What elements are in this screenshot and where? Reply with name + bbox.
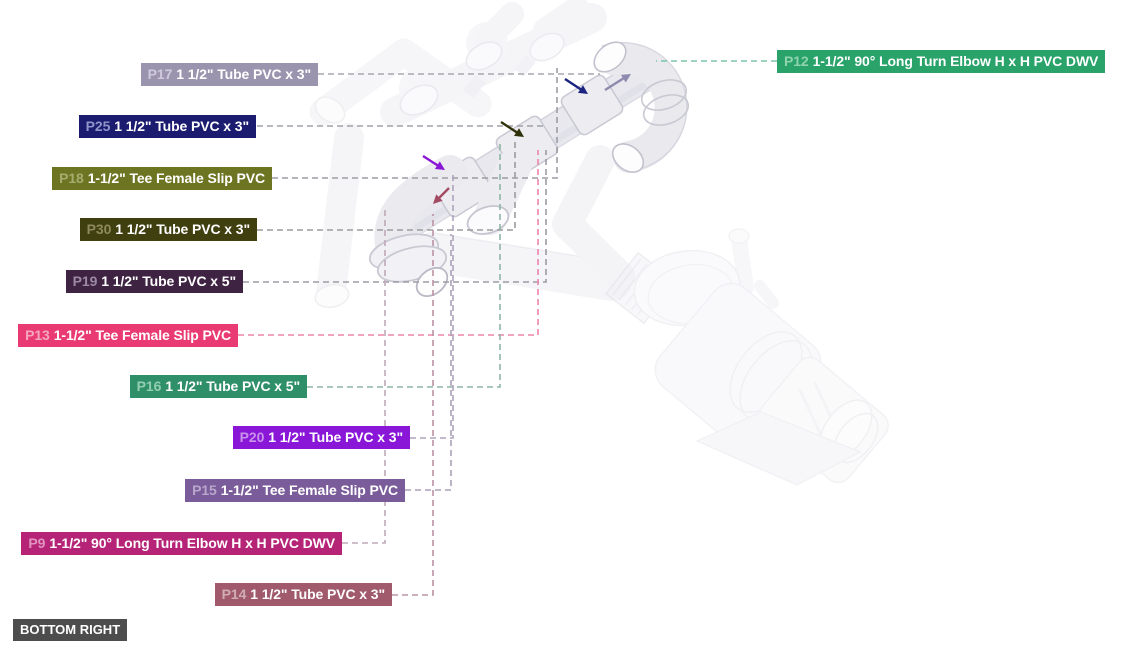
arrow-p20 [422,154,445,170]
part-id: P15 [192,482,217,498]
direction-arrows [422,74,631,204]
part-desc: 1-1/2" 90° Long Turn Elbow H x H PVC DWV [49,535,335,551]
leader-line-p30 [257,142,516,231]
part-desc: 1-1/2" Tee Female Slip PVC [220,482,398,498]
part-id: P14 [221,586,247,602]
arrow-p25 [564,77,588,94]
part-id: P16 [136,378,162,394]
part-desc: 1 1/2" Tube PVC x 3" [250,586,385,602]
part-desc: 1 1/2" Tube PVC x 3" [176,66,311,82]
leader-line-p9 [342,207,386,544]
part-id: P9 [28,535,46,551]
part-desc: 1 1/2" Tube PVC x 3" [114,118,249,134]
arrow-p17 [604,74,631,92]
main-pipe-run [368,41,690,298]
part-id: P13 [25,327,50,343]
part-desc: 1-1/2" Tee Female Slip PVC [53,327,231,343]
part-desc: 1 1/2" Tube PVC x 5" [165,378,300,394]
background-pipes [309,0,607,309]
leader-line-p13 [238,150,539,336]
part-id: P19 [72,273,98,289]
trap-bend [374,155,467,263]
part-desc: 1 1/2" Tube PVC x 3" [115,221,250,237]
return-elbow [597,42,687,173]
leader-line-p15 [405,234,452,491]
leader-line-p18 [272,68,558,179]
arrow-p14 [433,187,450,204]
leader-line-p14 [392,214,434,596]
part-id: P12 [784,53,809,69]
arrow-p30 [500,120,524,137]
part-id: P17 [147,66,173,82]
mounting-plate [695,411,862,486]
part-id: P25 [85,118,111,134]
leader-line-p19 [243,150,547,283]
part-desc: 1-1/2" 90° Long Turn Elbow H x H PVC DWV [812,53,1099,69]
drain-run-to-disposal [412,145,635,301]
part-desc: 1 1/2" Tube PVC x 5" [101,273,236,289]
disposal-unit [605,228,889,486]
part-id: P30 [86,221,112,237]
part-desc: 1 1/2" Tube PVC x 3" [268,429,403,445]
part-id: P20 [239,429,265,445]
leader-line-p20 [410,172,454,439]
corner-label: BOTTOM RIGHT [13,619,128,641]
leader-line-p16 [307,140,501,388]
part-id: P18 [59,170,84,186]
part-desc: 1-1/2" Tee Female Slip PVC [87,170,265,186]
